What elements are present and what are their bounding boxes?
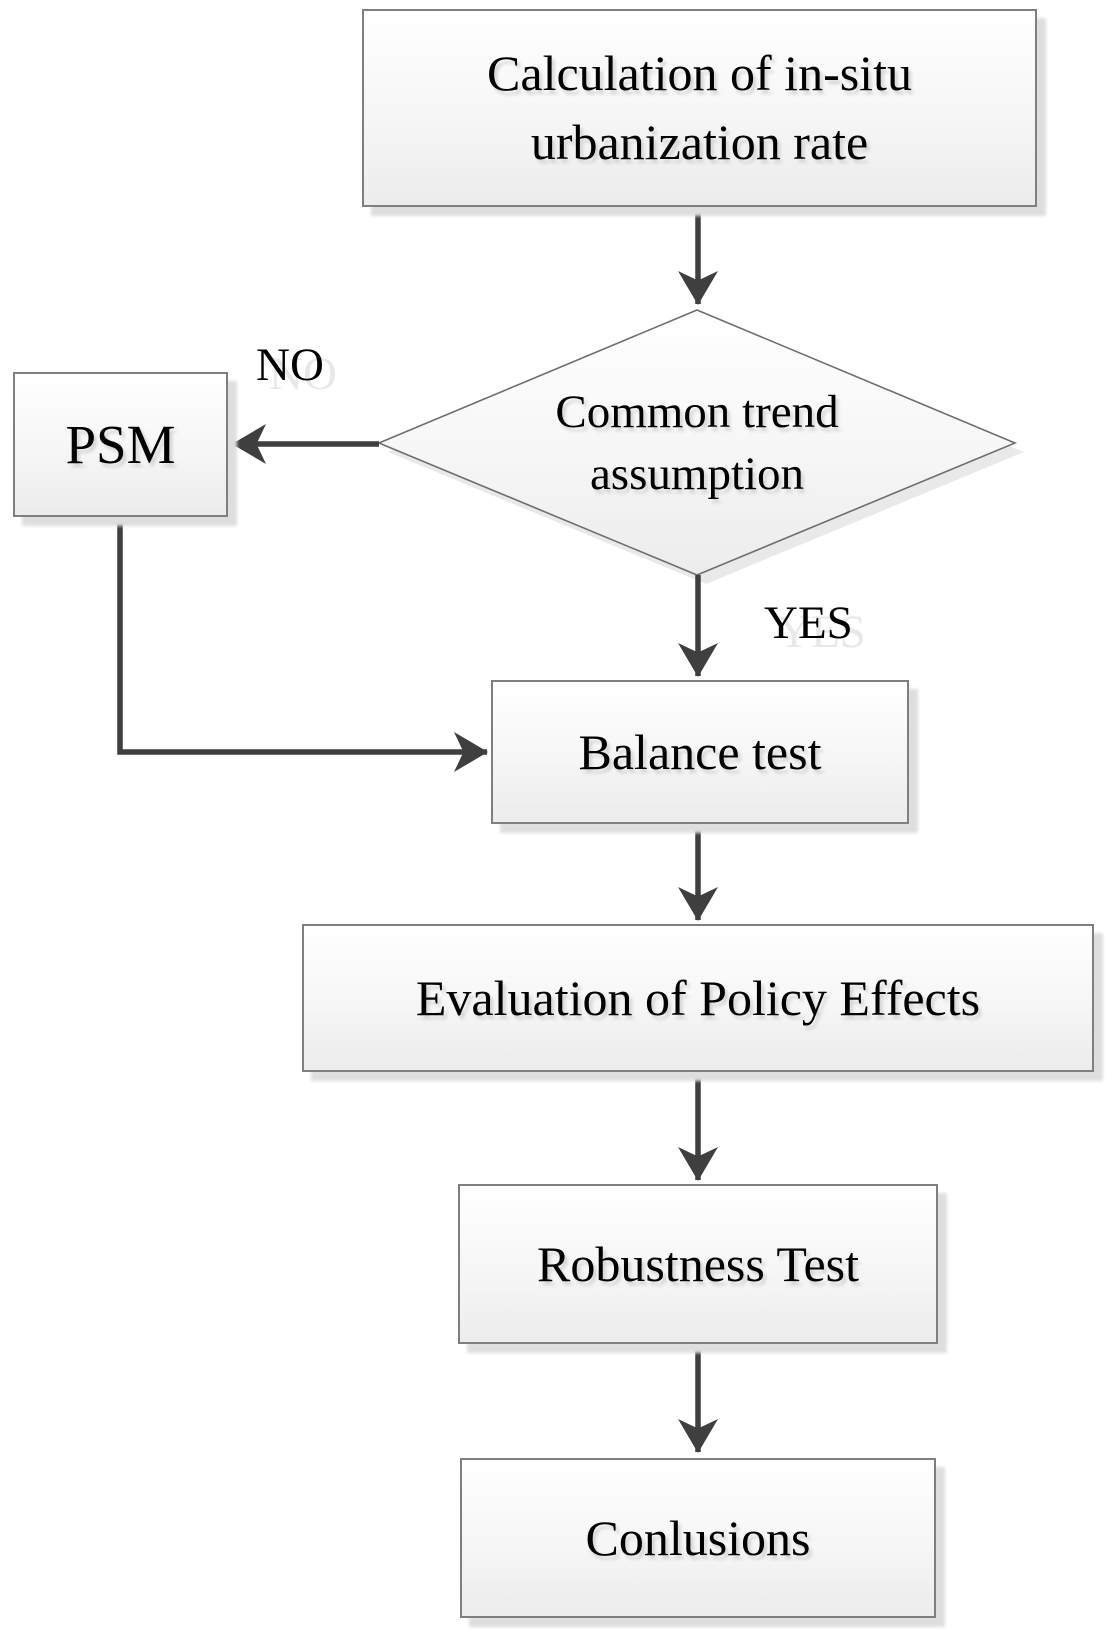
node-balance-test: Balance test (491, 680, 909, 824)
node-evaluation-label: Evaluation of Policy Effects (415, 969, 981, 1026)
node-robustness-test: Robustness Test (458, 1184, 938, 1344)
edge-label-yes: YES (764, 597, 853, 649)
node-decision-label: Common trend assumption (379, 318, 1015, 568)
node-conclusions: Conlusions (460, 1458, 936, 1618)
arrow-psm-to-balance (117, 517, 488, 772)
node-evaluation: Evaluation of Policy Effects (302, 924, 1094, 1072)
node-decision-label-line2: assumption (589, 448, 805, 500)
node-psm-label: PSM (65, 413, 176, 475)
node-psm: PSM (13, 372, 228, 517)
edge-label-no: NO (256, 339, 324, 391)
node-conclusions-label: Conlusions (585, 1509, 811, 1566)
node-calculation-label-line1: Calculation of in-situ (487, 45, 912, 101)
node-calculation-label-line2: urbanization rate (530, 114, 869, 170)
node-robustness-test-label: Robustness Test (537, 1235, 859, 1292)
node-decision-label-line1: Common trend (555, 385, 839, 438)
node-balance-test-label: Balance test (578, 723, 822, 780)
node-calculation: Calculation of in-situ urbanization rate (362, 9, 1037, 207)
